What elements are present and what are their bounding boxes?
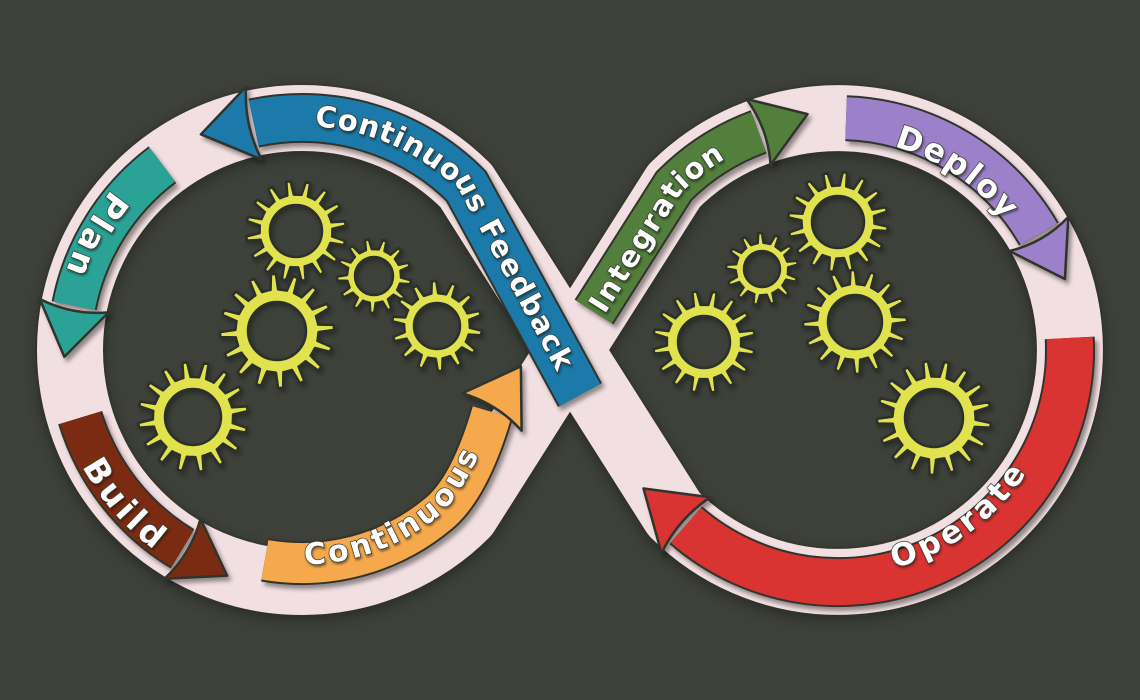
gear-icon [724, 231, 799, 306]
operate-arrow [642, 336, 1096, 608]
gear-icon [786, 170, 890, 274]
gear-icon [137, 361, 249, 473]
gear-icon [391, 279, 483, 373]
gear-icon [218, 272, 336, 390]
gear-icon [801, 268, 909, 376]
operate-arrowhead-icon [642, 487, 712, 555]
continuous-arrow-body [261, 406, 512, 584]
continuous-arrowhead-icon [461, 365, 523, 432]
plan-arrowhead-icon [38, 297, 110, 359]
gear-icon [652, 290, 756, 394]
gear-icon [245, 180, 347, 282]
continuous-feedback-arrow [199, 85, 602, 407]
operate-arrow-body [670, 336, 1094, 606]
build-arrow-body [60, 411, 194, 567]
deploy-arrow-body [845, 97, 1058, 245]
plan-arrow [38, 146, 177, 359]
deploy-arrow [844, 95, 1070, 281]
continuous-feedback-arrowhead-icon [199, 85, 263, 161]
deploy-arrowhead-icon [1008, 215, 1070, 281]
integration-arrow-body [576, 112, 767, 324]
build-arrow [58, 410, 229, 581]
gear-icon [335, 238, 413, 315]
continuous-arrow [261, 365, 523, 586]
plan-arrow-body [53, 147, 176, 311]
integration-arrow [574, 97, 809, 325]
build-arrowhead-icon [163, 517, 229, 581]
gears [137, 170, 993, 477]
integration-arrowhead-icon [745, 97, 809, 167]
continuous-feedback-arrow-body [248, 95, 601, 407]
gear-icon [875, 360, 993, 477]
